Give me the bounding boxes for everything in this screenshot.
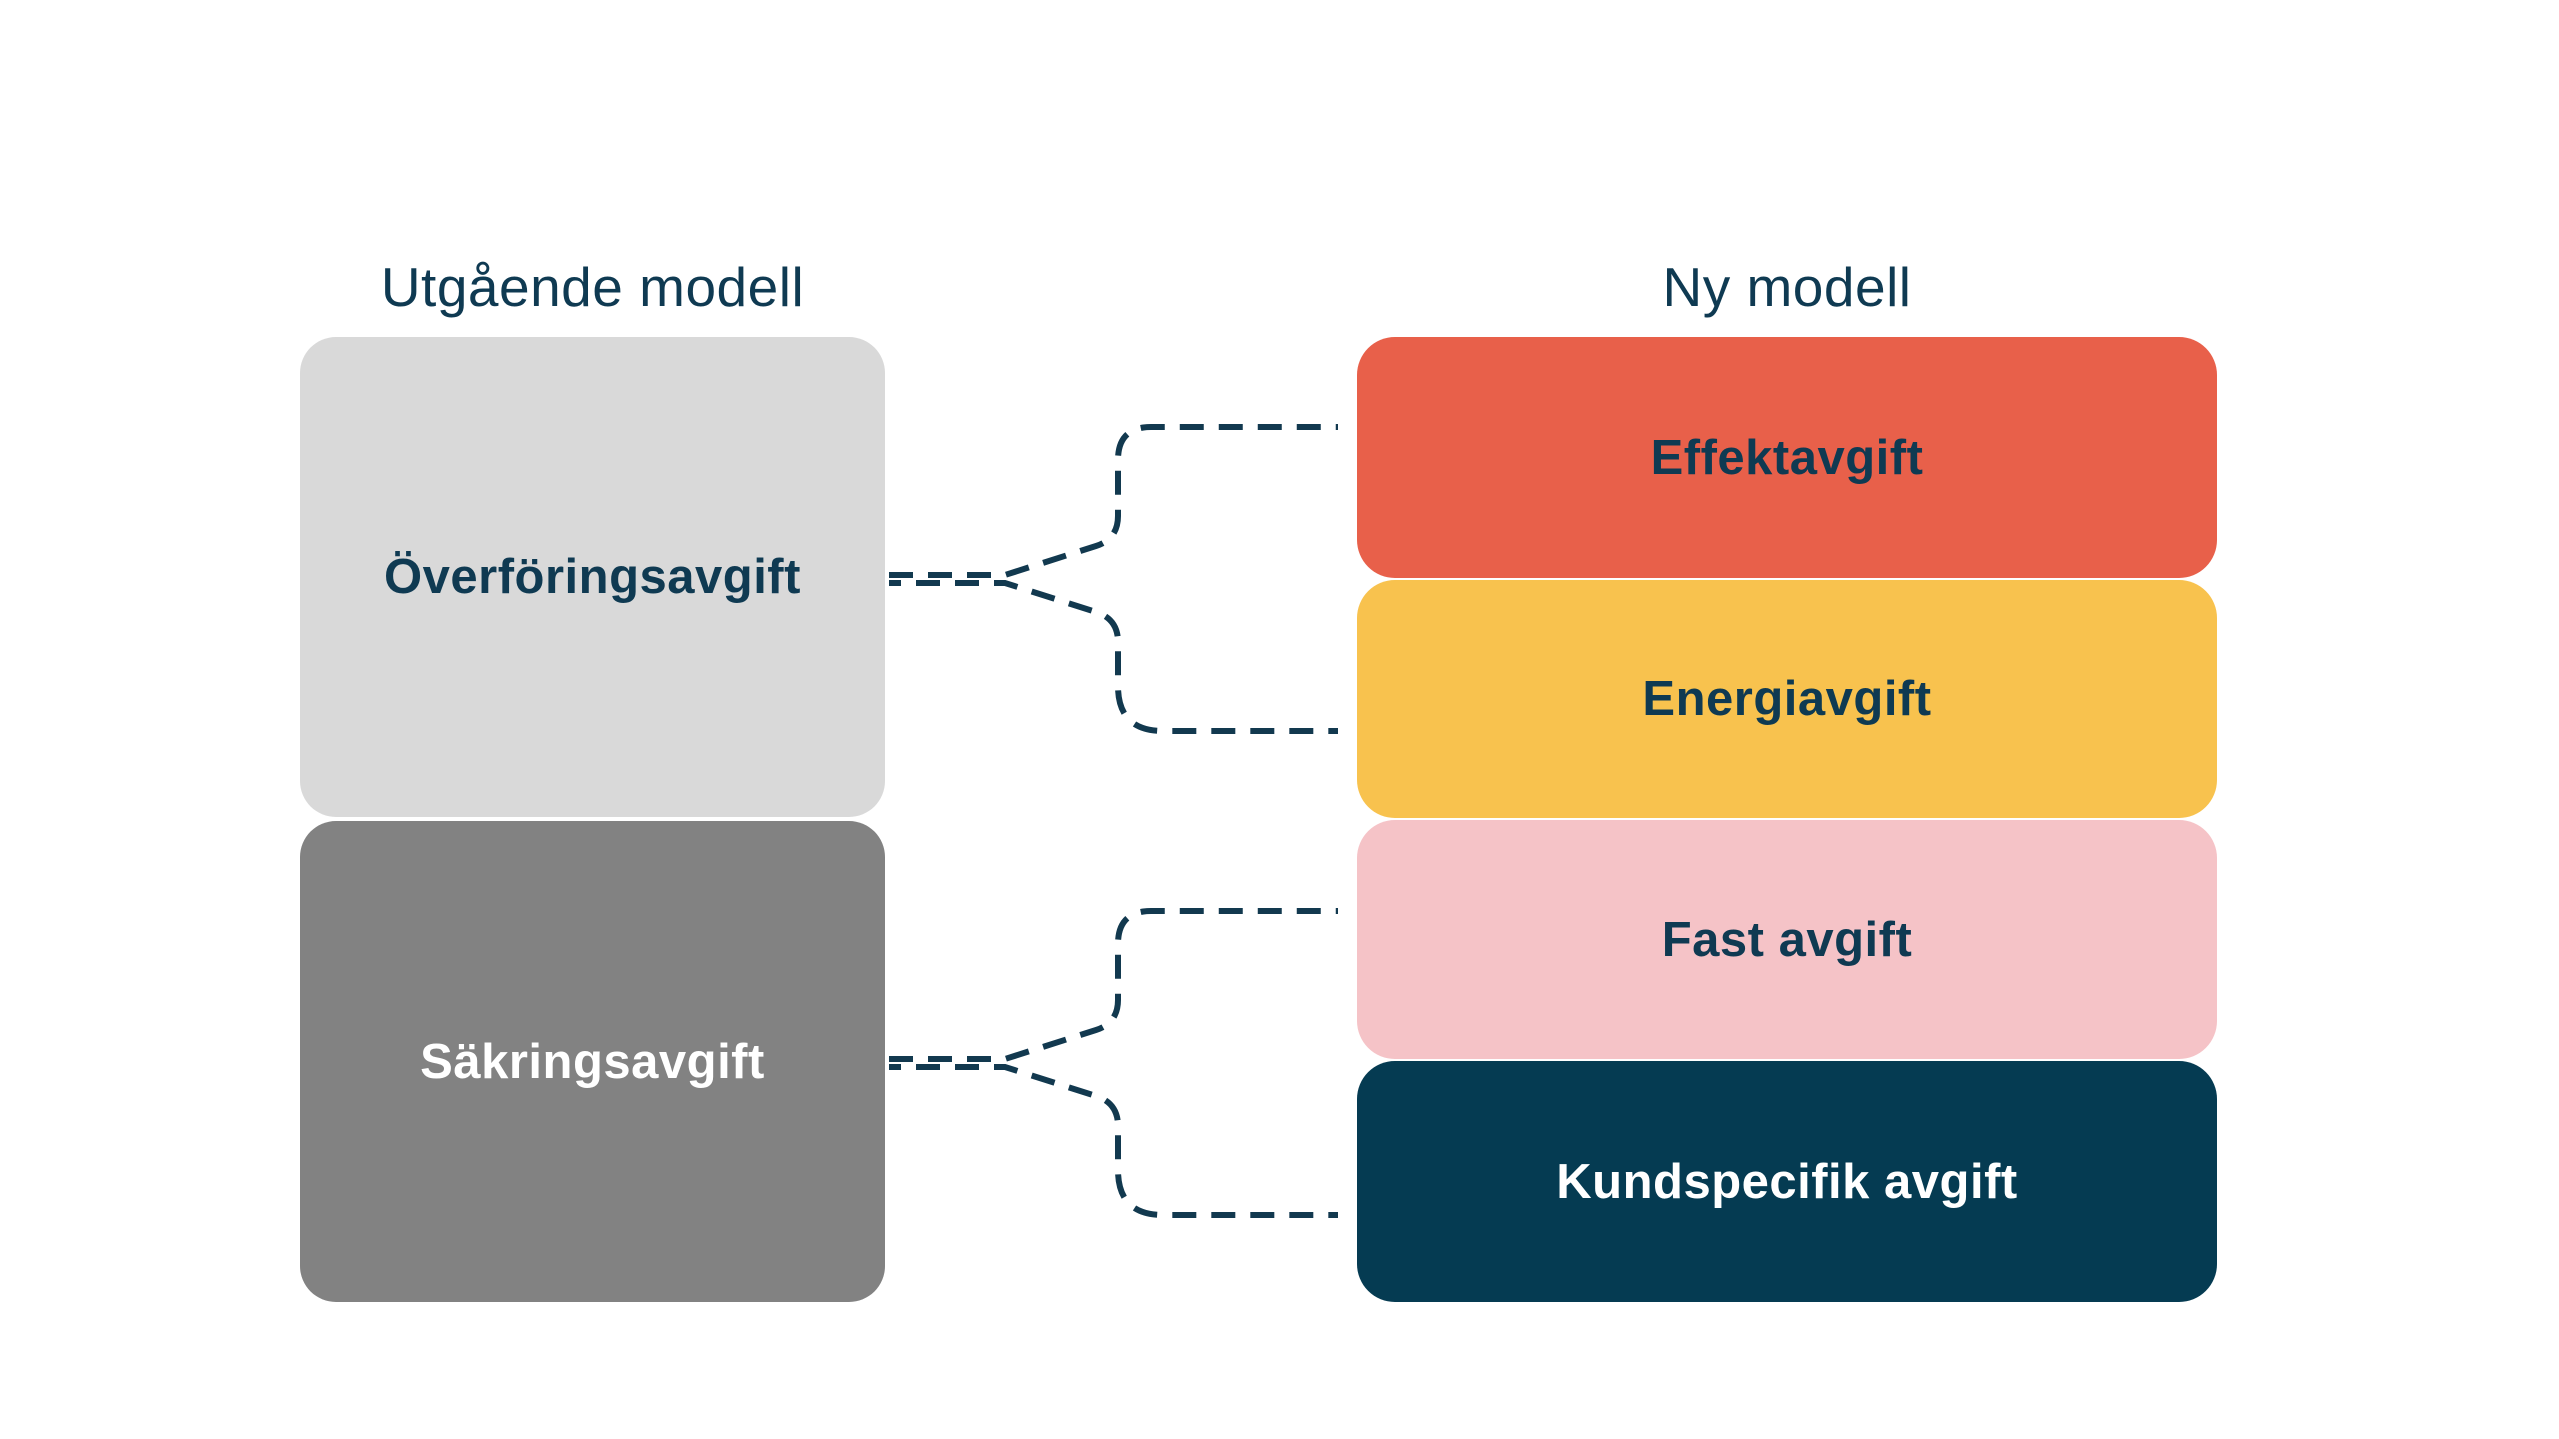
new-model-box-label: Effektavgift [1650, 430, 1924, 485]
connector-overforing-to-effekt [889, 424, 1338, 578]
new-model-header: Ny modell [1662, 256, 1912, 318]
old-model-header: Utgående modell [380, 256, 805, 318]
old-model-box-sakringsavgift: Säkringsavgift [300, 821, 885, 1302]
new-model-box-energiavgift: Energiavgift [1357, 580, 2217, 818]
connector-overforing-to-energi [889, 580, 1338, 734]
old-model-box-label: Överföringsavgift [384, 550, 801, 604]
new-model-box-label: Kundspecifik avgift [1556, 1154, 2018, 1209]
old-model-box-label: Säkringsavgift [420, 1034, 765, 1089]
old-model-box-overforingsavgift: Överföringsavgift [300, 337, 885, 817]
new-model-box-effektavgift: Effektavgift [1357, 337, 2217, 578]
new-model-box-label: Energiavgift [1642, 672, 1932, 726]
new-model-box-kundspecifik-avgift: Kundspecifik avgift [1357, 1061, 2217, 1302]
new-model-box-fast-avgift: Fast avgift [1357, 820, 2217, 1059]
connector-sakring-to-fast [889, 908, 1338, 1062]
connector-sakring-to-kund [889, 1064, 1338, 1218]
new-model-box-label: Fast avgift [1661, 912, 1913, 967]
